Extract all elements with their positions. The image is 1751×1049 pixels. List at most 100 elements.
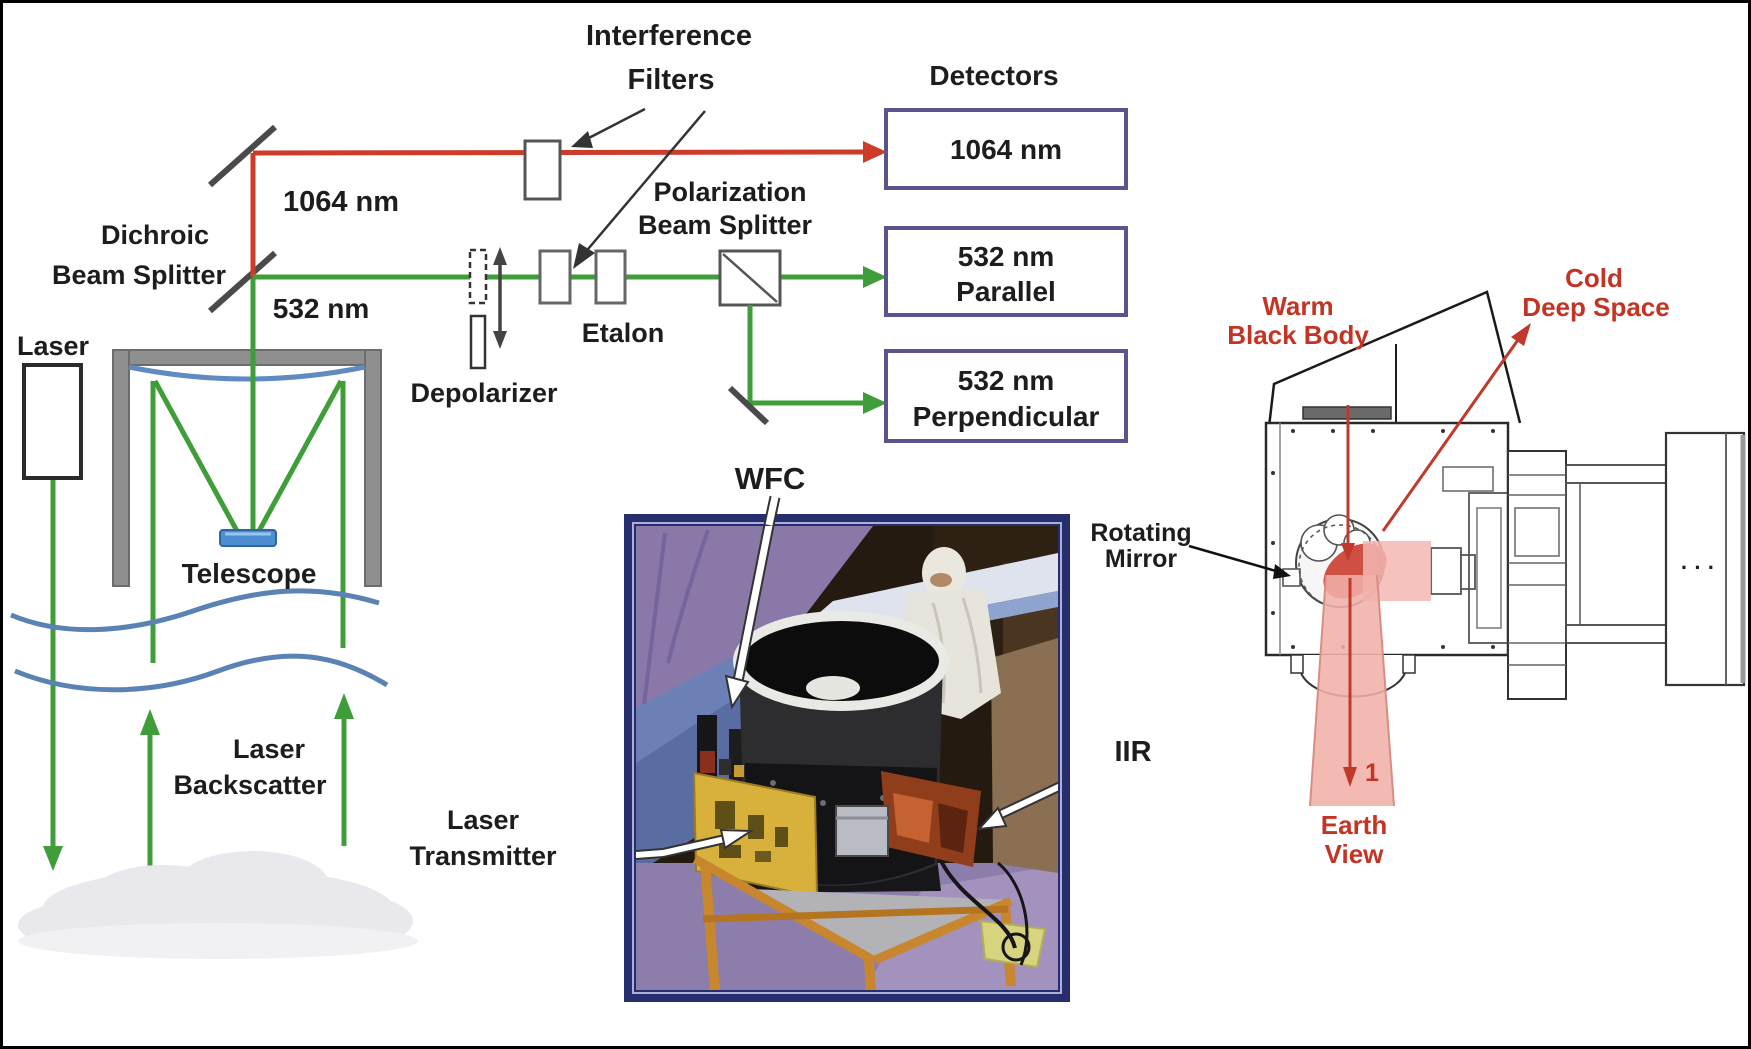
backscatter-arrowhead-2 bbox=[334, 693, 354, 719]
rotating-mirror-pointer-head bbox=[1273, 564, 1291, 579]
label-laser-transmitter-1: Laser bbox=[447, 805, 520, 835]
telescope-left-wall bbox=[112, 349, 130, 587]
pink-beam-edge-left bbox=[1309, 574, 1327, 807]
filters-pointer-head-2 bbox=[573, 243, 595, 269]
depolarizer-motion-arrowhead-up bbox=[493, 247, 507, 265]
secondary-mirror bbox=[219, 529, 277, 547]
iir-electronics-1 bbox=[1507, 450, 1567, 700]
cold-space-arrow bbox=[1381, 336, 1522, 532]
iir-flange-tab-right bbox=[1402, 654, 1416, 674]
photo-content bbox=[636, 526, 1058, 990]
iir-rail-post bbox=[1565, 482, 1581, 626]
wfc-arrowhead bbox=[724, 674, 750, 710]
diagram-svg: Interference Filters Detectors 1064 nm 5… bbox=[10, 20, 1746, 1002]
fold-mirror bbox=[727, 385, 770, 426]
label-dichroic-1: Dichroic bbox=[101, 220, 209, 250]
label-interference-1: Interference bbox=[586, 20, 752, 52]
wfc-arrow-top bbox=[765, 496, 779, 526]
interference-filter-532 bbox=[538, 249, 572, 305]
iir-panel-dots: · · · bbox=[1681, 555, 1715, 580]
laser-transmit-arrowhead bbox=[43, 846, 63, 871]
iir-scan-diagram: · · · Warm Black Body Cold Deep Spa bbox=[1090, 263, 1746, 869]
detector-box-1064 bbox=[884, 108, 1128, 190]
etalon-element bbox=[594, 249, 627, 305]
telescope-ray-diag-right bbox=[256, 379, 344, 533]
label-det-532p-1: 532 nm bbox=[958, 241, 1055, 272]
label-earth-2: View bbox=[1325, 839, 1385, 869]
telescope-top bbox=[112, 349, 382, 366]
iir-electronics-sub bbox=[1514, 507, 1560, 557]
label-laser-transmitter-2: Transmitter bbox=[409, 841, 557, 871]
detector-box-parallel bbox=[884, 226, 1128, 317]
iir-flange-tab-left bbox=[1290, 654, 1304, 674]
label-beam-1064: 1064 nm bbox=[283, 186, 399, 218]
label-wfc: WFC bbox=[735, 461, 806, 496]
iir-electronics-lines bbox=[1508, 474, 1566, 666]
cloud bbox=[18, 851, 418, 959]
iir-rail-bottom bbox=[1565, 624, 1667, 644]
laser-box bbox=[22, 363, 83, 480]
rotating-mirror-pointer bbox=[1188, 544, 1284, 575]
filters-pointer-2 bbox=[582, 110, 706, 256]
green-beam-arrowhead bbox=[863, 266, 887, 288]
label-warm-1: Warm bbox=[1262, 291, 1333, 321]
lt-arrowhead bbox=[719, 828, 755, 850]
warm-blackbody-arrowhead bbox=[1341, 543, 1355, 561]
atmosphere-wave-2 bbox=[14, 653, 389, 693]
label-laser: Laser bbox=[17, 331, 90, 361]
optics-schematic: Interference Filters Detectors 1064 nm 5… bbox=[10, 20, 1128, 959]
label-det-1064: 1064 nm bbox=[950, 134, 1062, 165]
label-beam-number: 1 bbox=[1365, 759, 1379, 787]
iir-optics-block-2 bbox=[1460, 554, 1476, 590]
interference-filter-1064 bbox=[523, 139, 562, 201]
iir-far-panel bbox=[1664, 431, 1746, 687]
cold-space-arrowhead bbox=[1511, 323, 1531, 346]
label-interference-2: Filters bbox=[627, 64, 714, 96]
label-earth-1: Earth bbox=[1321, 810, 1387, 840]
iir-optics-block-1 bbox=[1430, 547, 1462, 595]
iir-bench-2 bbox=[1476, 507, 1502, 629]
label-cold-1: Cold bbox=[1565, 263, 1623, 293]
label-beam-532: 532 nm bbox=[273, 293, 370, 324]
backscatter-arrowhead-1 bbox=[140, 709, 160, 735]
label-det-532s-1: 532 nm bbox=[958, 365, 1055, 396]
red-beam-arrowhead bbox=[863, 141, 887, 163]
atmosphere-wave-1 bbox=[10, 588, 380, 633]
hardware-photo: WFC Laser Transmitter IIR bbox=[409, 461, 1152, 1002]
label-polarization-2: Beam Splitter bbox=[638, 210, 813, 240]
label-det-532s-2: Perpendicular bbox=[913, 401, 1100, 432]
dichroic-mirror-532 bbox=[208, 250, 277, 314]
depolarizer-solid bbox=[469, 314, 487, 370]
label-polarization-1: Polarization bbox=[653, 177, 806, 207]
earth-view-arrowhead bbox=[1343, 767, 1357, 787]
label-rotating-2: Mirror bbox=[1105, 545, 1178, 573]
photo-frame-inner bbox=[632, 522, 1062, 994]
iir-rail-top bbox=[1565, 464, 1667, 484]
label-detectors: Detectors bbox=[929, 60, 1058, 91]
pink-beam-earth bbox=[1310, 575, 1394, 806]
depolarizer-motion-arrowhead-down bbox=[493, 331, 507, 349]
pink-beam-edge-right bbox=[1376, 574, 1395, 807]
telescope-primary-mirror bbox=[128, 364, 366, 382]
label-telescope: Telescope bbox=[182, 558, 317, 589]
label-iir: IIR bbox=[1114, 736, 1151, 768]
depolarizer-dashed bbox=[468, 248, 488, 305]
label-backscatter-1: Laser bbox=[233, 734, 306, 764]
label-det-532p-2: Parallel bbox=[956, 276, 1056, 307]
label-etalon: Etalon bbox=[582, 318, 665, 348]
telescope-right-wall bbox=[364, 349, 382, 587]
label-warm-2: Black Body bbox=[1227, 320, 1369, 350]
label-cold-2: Deep Space bbox=[1522, 292, 1669, 322]
iir-bench-3 bbox=[1442, 466, 1494, 492]
filters-pointer-1 bbox=[582, 107, 646, 143]
label-backscatter-2: Backscatter bbox=[173, 770, 327, 800]
green-beam-perp-arrowhead bbox=[863, 392, 887, 414]
iir-hood bbox=[1267, 290, 1522, 428]
pbs-diagonal bbox=[722, 253, 778, 303]
iir-arrowhead bbox=[976, 806, 1008, 831]
label-depolarizer: Depolarizer bbox=[410, 378, 558, 408]
label-dichroic-2: Beam Splitter bbox=[52, 260, 227, 290]
dichroic-mirror-1064 bbox=[208, 124, 277, 188]
label-rotating-1: Rotating bbox=[1090, 519, 1191, 547]
